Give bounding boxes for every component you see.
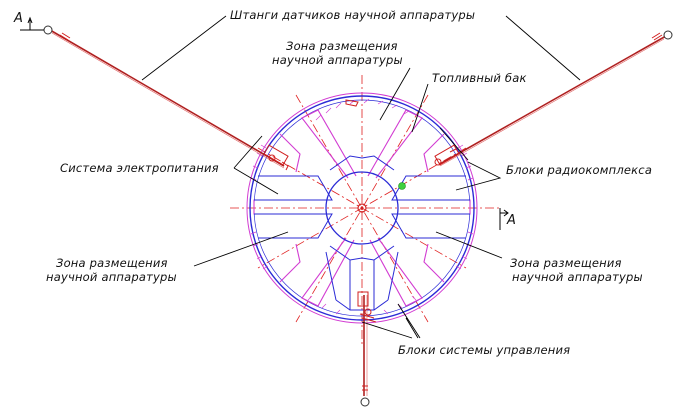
fuel-tank-center-mark [357,203,367,213]
boom-right-edge [439,38,665,167]
section-marker-right: А [499,208,516,230]
label-zone-right-line1: Зона размещения [510,256,622,270]
hatch-top [315,98,410,121]
label-booms: Штанги датчиков научной аппаратуры [230,8,475,22]
boom-right-end-sensor-icon [663,30,673,40]
label-radio-units: Блоки радиокомплекса [506,163,652,177]
block-bottom-base [335,299,389,311]
hatch-upper-right [457,144,474,181]
label-control-units: Блоки системы управления [398,343,570,357]
leader-power-system [233,135,279,195]
block-bottom-walls [325,251,399,310]
divider-upper-left [301,109,357,179]
boom-bottom-hinge [357,291,377,323]
label-fuel-tank: Топливный бак [432,71,527,85]
leader-control-units [361,303,421,339]
hull-top-marker [345,99,359,107]
label-zone-top-line1: Зона размещения [286,39,398,53]
section-right-label: А [506,213,516,228]
label-zone-top-line2: научной аппаратуры [272,53,403,67]
fuel-tank-center-dot [360,206,364,210]
block-left-upper [254,175,333,201]
label-zone-left-line1: Зона размещения [56,256,168,270]
boom-left-edge [51,32,285,169]
leader-radio-units [439,127,502,191]
boom-left [49,29,285,167]
hull-insulation-ring [246,92,478,324]
section-right-arrow-icon [500,209,509,217]
leader-zone-left [193,231,289,267]
boom-bottom-end-fitting [362,385,368,391]
leader-booms-left [141,15,227,81]
leader-zone-top [379,67,411,121]
leader-fuel-tank [411,83,429,133]
boom-right-end-fitting [651,32,663,41]
label-zone-left-line2: научной аппаратуры [46,270,177,284]
sensor-marker [398,182,406,190]
leader-zone-right [435,231,503,259]
labels: Штанги датчиков научной аппаратуры Зона … [46,8,652,357]
boom-right [439,35,667,165]
fuel-tank [325,171,399,245]
section-marker-left: А [13,11,44,31]
divider-right [392,199,471,215]
boom-bottom-end-sensor-icon [360,397,370,407]
leader-booms-right [505,15,581,81]
divider-spokes-lower [279,243,445,283]
label-zone-right-line2: научной аппаратуры [512,270,643,284]
insulation-hatching [250,98,474,315]
divider-lower-right [369,237,423,307]
divider-left [253,199,332,215]
leader-lines [141,15,581,339]
boom-left-end-fitting [59,32,71,41]
boom-left-hinge [263,144,289,171]
fuel-tank-outline [325,171,399,245]
label-power-system: Система электропитания [60,161,219,175]
divider-lower-left [301,237,355,307]
block-left-lower [254,213,333,239]
section-left-arrow-icon [27,16,33,30]
hatch-lower-left [250,231,269,270]
divider-spokes-upper [279,133,445,173]
section-left-label: А [13,11,23,26]
block-right-lower [391,213,470,239]
block-bottom-top-edge [329,245,395,261]
hatch-bottom [307,295,417,315]
sensor-booms [43,25,673,407]
divider-upper-right [367,109,423,179]
boom-right-hinge [434,144,460,166]
boom-left-end-sensor-icon [43,25,53,35]
block-top-edge [329,155,395,171]
hatch-upper-left [250,144,267,181]
hull-outer-ring [249,95,475,321]
